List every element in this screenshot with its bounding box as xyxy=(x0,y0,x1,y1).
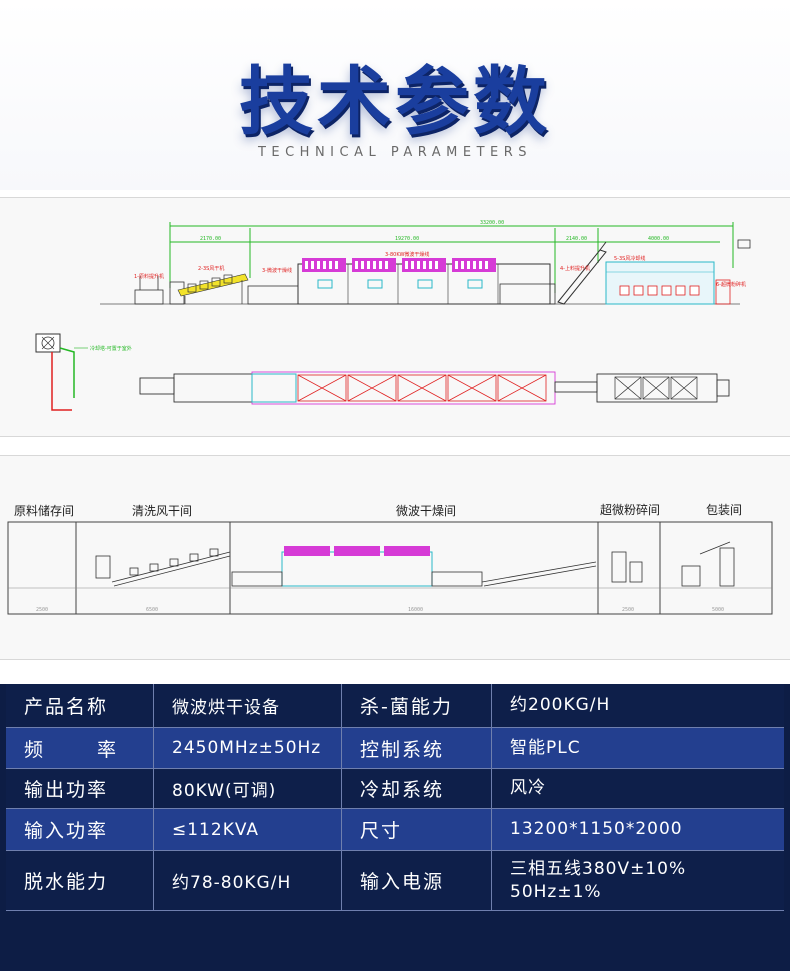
spec-label: 输入功率 xyxy=(6,809,154,850)
pulverize-pack-equipment xyxy=(611,541,735,587)
spec-value: 约78-80KG/H xyxy=(154,851,342,910)
spec-value: 智能PLC xyxy=(510,737,581,758)
label-air-dryer: 2-3S风干机 xyxy=(198,265,224,272)
spec-table-footer xyxy=(6,911,784,945)
equipment-layout-svg: 33200.00 2170.00 19270.00 2140.00 4000.0… xyxy=(35,220,751,411)
air-dryer-incline xyxy=(177,273,249,304)
dim-4: 4000.00 xyxy=(648,236,669,242)
spec-value: 三相五线380V±10% 50Hz±1% xyxy=(492,851,784,910)
spec-row: 脱水能力 约78-80KG/H 输入电源 三相五线380V±10% 50Hz±1… xyxy=(6,851,784,911)
wash-dry-equipment xyxy=(95,548,231,587)
cooling-tower xyxy=(35,333,88,411)
spec-label: 脱水能力 xyxy=(6,851,154,910)
dim-total: 33200.00 xyxy=(480,220,504,226)
spec-label: 输入电源 xyxy=(342,851,492,910)
label-mw-dryer: 3-微波干燥线 xyxy=(262,267,292,274)
label-pulverizer: 6-超微粉碎机 xyxy=(716,281,746,288)
raw-material-lifter xyxy=(134,276,185,305)
spec-value: 微波烘干设备 xyxy=(154,684,342,727)
cooling-line xyxy=(605,239,751,305)
page-subtitle: TECHNICAL PARAMETERS xyxy=(257,145,533,160)
room-packaging: 包装间 xyxy=(706,503,742,517)
room-dim-4: 2500 xyxy=(622,607,634,613)
spec-value: 80KW(可调) xyxy=(154,769,342,808)
spec-label: 输出功率 xyxy=(6,769,154,808)
spec-value: 2450MHz±50Hz xyxy=(154,728,342,768)
room-wash-dry: 清洗风干间 xyxy=(132,504,192,518)
spec-value: 约200KG/H xyxy=(510,695,611,716)
room-dim-3: 16000 xyxy=(408,607,423,613)
spec-row: 输入功率 ≤112KVA 尺寸 13200*1150*2000 xyxy=(6,809,784,851)
room-pulverize: 超微粉碎间 xyxy=(600,502,660,517)
page-title: 技术参数 xyxy=(239,59,551,145)
spec-label: 产品名称 xyxy=(6,684,154,727)
plan-view-cooling-cross xyxy=(614,376,698,400)
spec-value: 13200*1150*2000 xyxy=(510,819,683,840)
spec-label-part: 频 xyxy=(24,738,44,761)
spec-row: 产品名称 微波烘干设备 杀-菌能力 约200KG/H xyxy=(6,684,784,728)
spec-row: 输出功率 80KW(可调) 冷却系统 风冷 xyxy=(6,769,784,809)
label-cooling: 5-3S风冷却线 xyxy=(614,255,645,262)
room-microwave-dry: 微波干燥间 xyxy=(396,504,456,518)
dim-3: 2140.00 xyxy=(566,236,587,242)
feeding-elevator xyxy=(557,241,607,305)
spec-label: 冷却系统 xyxy=(342,769,492,808)
spec-label: 频 率 xyxy=(6,728,154,768)
spec-value-line: 三相五线380V±10% xyxy=(510,858,687,879)
label-mw-80kw: 3-80KW微波干燥线 xyxy=(385,251,429,258)
room-raw-storage: 原料储存间 xyxy=(14,503,74,518)
spec-label: 控制系统 xyxy=(342,728,492,768)
room-dim-1: 2500 xyxy=(36,607,48,613)
spec-label: 杀-菌能力 xyxy=(342,684,492,727)
equipment-layout-drawing: 33200.00 2170.00 19270.00 2140.00 4000.0… xyxy=(0,197,790,437)
plan-view-cross-hatch xyxy=(297,374,547,402)
room-layout-drawing: 原料储存间 清洗风干间 微波干燥间 超微粉碎间 包装间 2500 6500 16… xyxy=(0,455,790,660)
room-layout-svg: 原料储存间 清洗风干间 微波干燥间 超微粉碎间 包装间 2500 6500 16… xyxy=(7,502,773,615)
label-raw-lifter: 1-原料提升机 xyxy=(134,273,164,280)
microwave-dryer-line xyxy=(247,258,556,305)
dimension-lines xyxy=(169,222,734,293)
dim-1: 2170.00 xyxy=(200,236,221,242)
spec-value: 风冷 xyxy=(510,778,546,799)
dim-2: 19270.00 xyxy=(395,236,419,242)
spec-label: 尺寸 xyxy=(342,809,492,850)
spec-label-part: 率 xyxy=(96,738,116,761)
spec-value: ≤112KVA xyxy=(154,809,342,850)
room-dim-2: 6500 xyxy=(146,607,158,613)
spec-row: 频 率 2450MHz±50Hz 控制系统 智能PLC xyxy=(6,728,784,769)
spec-table: 产品名称 微波烘干设备 杀-菌能力 约200KG/H 频 率 2450MHz±5… xyxy=(0,684,790,971)
label-cooling-tower: 冷却塔-可置于室外 xyxy=(90,345,132,352)
room-microwave-dryer xyxy=(231,546,597,587)
spec-value-line: 50Hz±1% xyxy=(510,881,602,902)
room-walls xyxy=(7,521,773,615)
header: 技术参数 TECHNICAL PARAMETERS xyxy=(0,0,790,190)
label-feed-elevator: 4-上料提升机 xyxy=(560,265,590,272)
room-dim-5: 5000 xyxy=(712,607,724,613)
